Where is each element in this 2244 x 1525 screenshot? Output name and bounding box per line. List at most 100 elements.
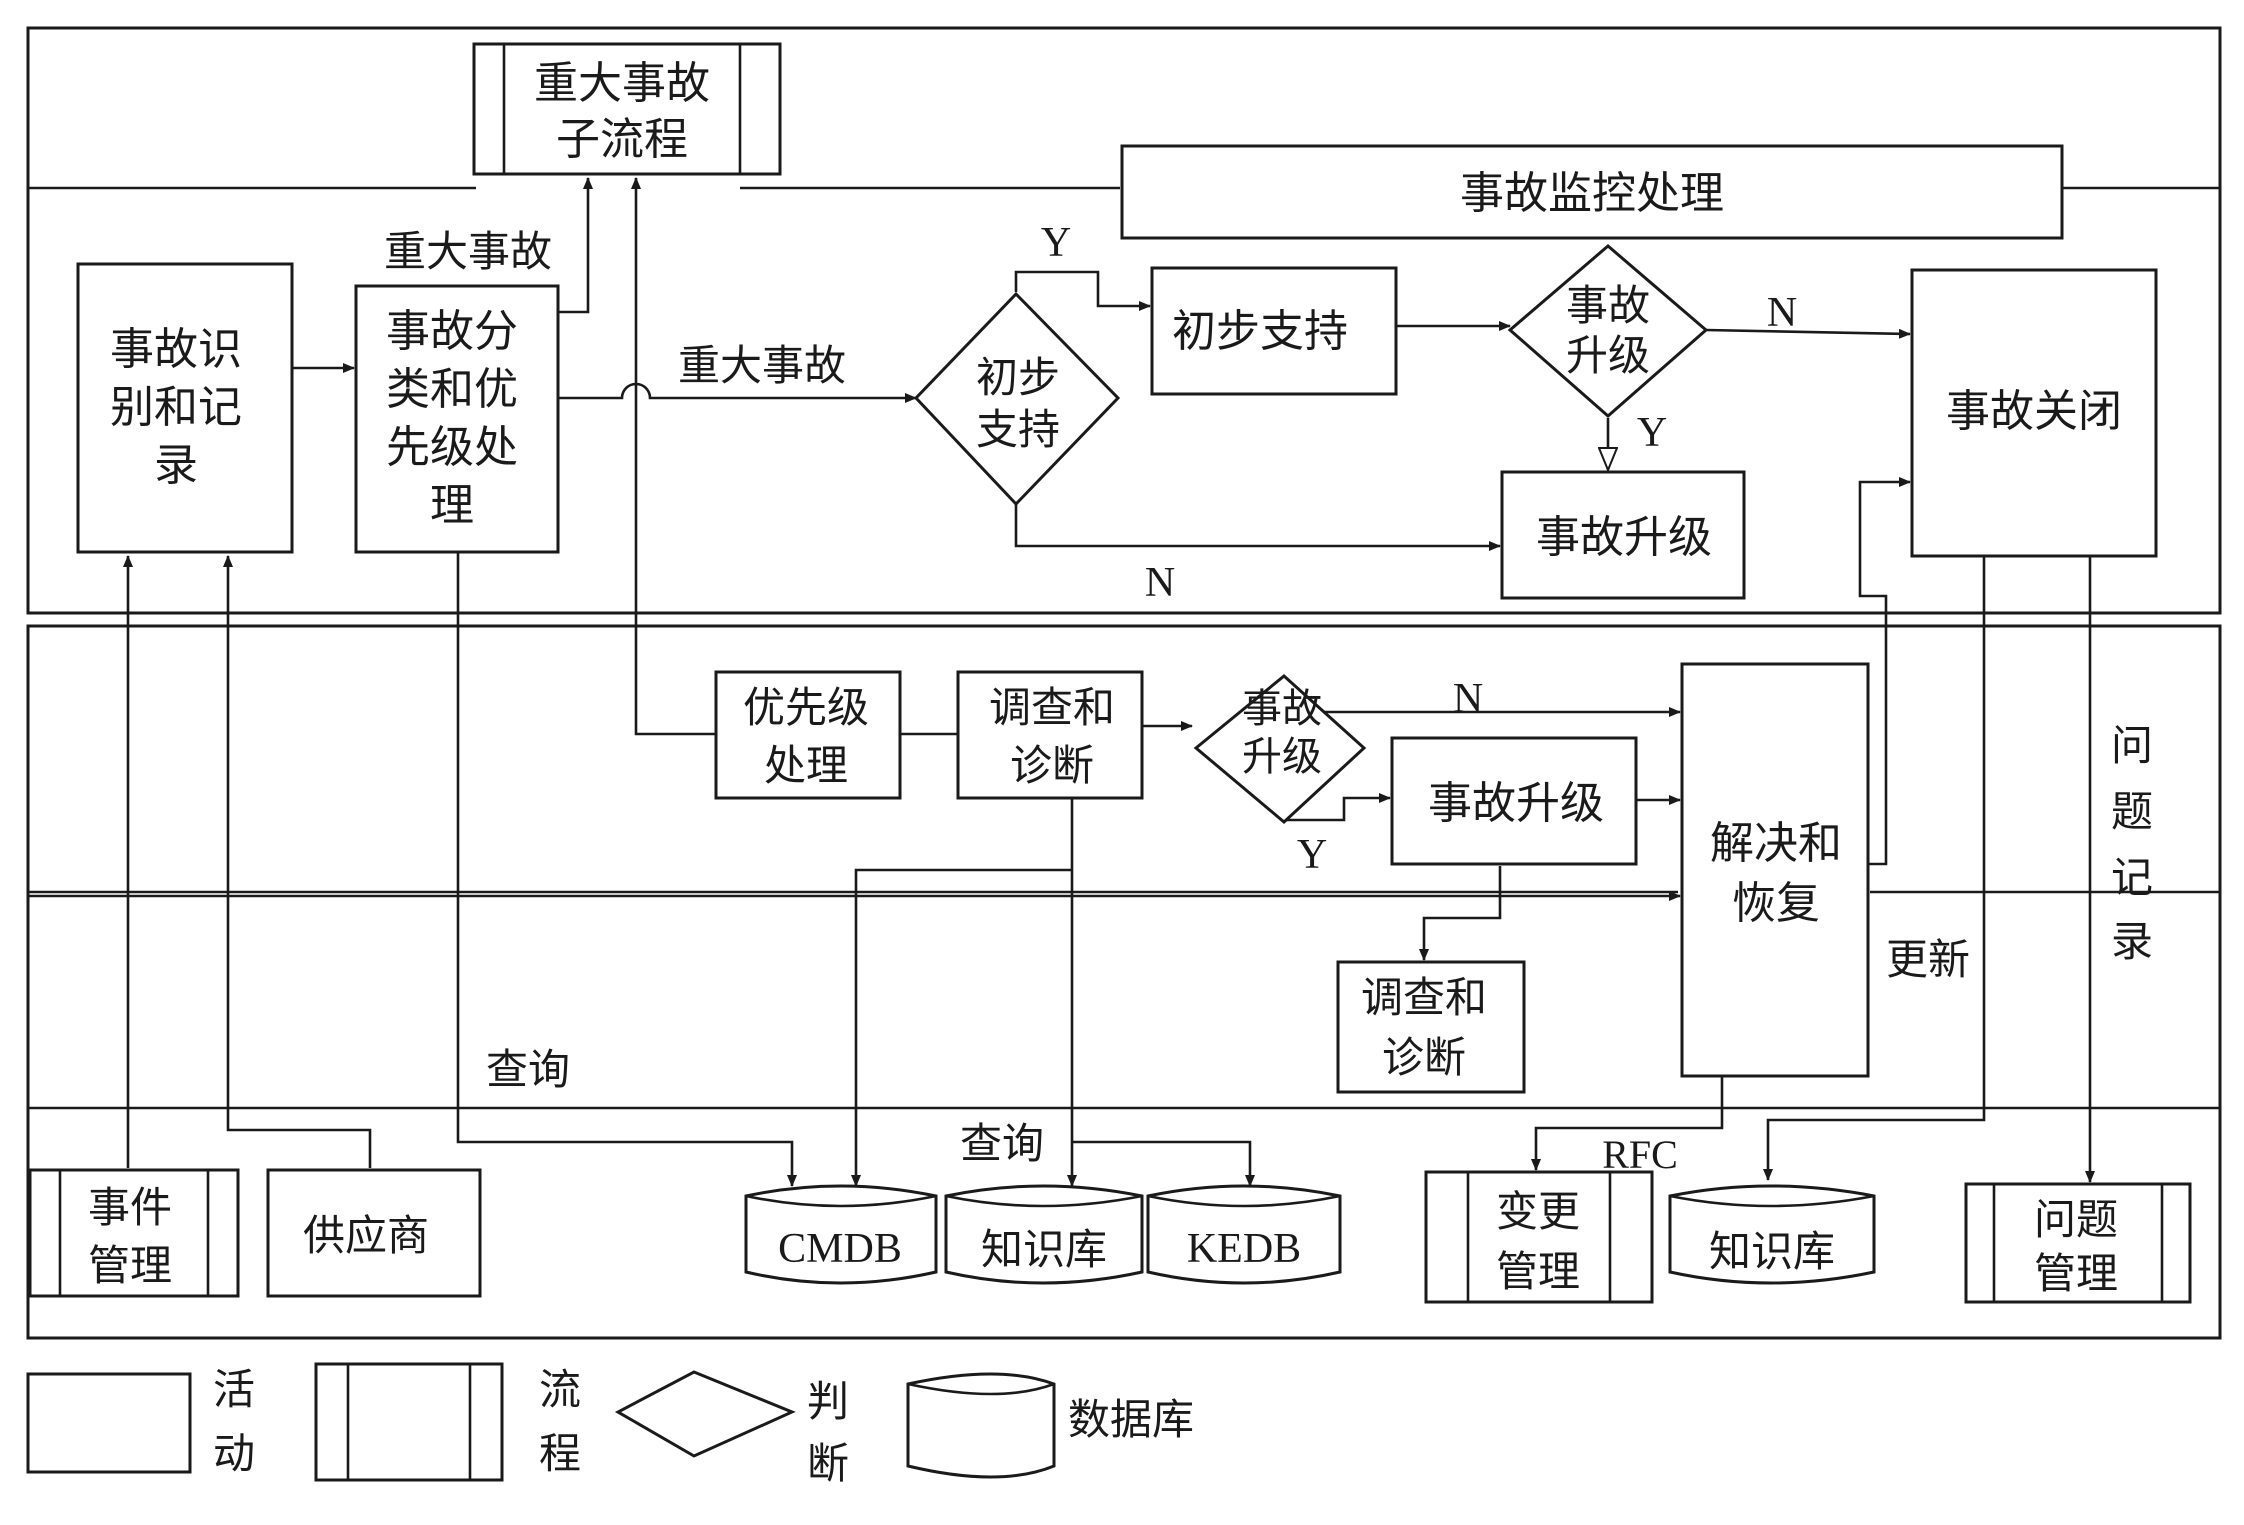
label-rfc: RFC	[1602, 1132, 1678, 1177]
escalation-label: 事故升级	[1536, 512, 1712, 563]
identify-line-3: 录	[154, 440, 198, 491]
kb-label: 知识库	[981, 1225, 1107, 1274]
priority-handling-activity: 优先级 处理	[714, 670, 902, 800]
subprocess-line-2: 子流程	[556, 114, 688, 165]
arrow-escalation-no	[1705, 328, 1911, 339]
problem-mgmt-line-2: 管理	[2034, 1249, 2118, 1298]
close-label: 事故关闭	[1946, 386, 2122, 437]
arrow-to-kedb	[1072, 1140, 1255, 1187]
arrow-escalation2-to-investigate2	[1419, 866, 1502, 961]
label-no-1: N	[1145, 560, 1175, 606]
legend-database-label: 数据库	[1068, 1395, 1194, 1444]
legend-process: 流 程	[314, 1362, 581, 1482]
escalation-activity: 事故升级	[1500, 470, 1746, 600]
legend-decision-char-1: 判	[807, 1377, 849, 1426]
resolve-line-2: 恢复	[1732, 878, 1820, 929]
problem-mgmt-line-1: 问题	[2034, 1195, 2118, 1244]
event-mgmt-line-2: 管理	[88, 1241, 172, 1290]
arrow-decision-no	[1014, 504, 1501, 551]
cmdb-database: CMDB	[744, 1184, 938, 1285]
arrow-resolve-to-change	[1531, 1076, 1724, 1171]
classify-line-2: 类和优	[386, 364, 518, 415]
arrow-priority-to-subprocess	[631, 177, 716, 736]
cmdb-label: CMDB	[778, 1226, 902, 1272]
arrow-supplier-to-identify	[223, 555, 372, 1168]
label-yes-2: Y	[1637, 410, 1667, 456]
investigate2-line-2: 诊断	[1382, 1033, 1466, 1082]
problem-management-process: 问题 管理	[1964, 1182, 2192, 1304]
label-update: 更新	[1886, 935, 1970, 984]
label-no-2: N	[1767, 290, 1797, 336]
arrow-decision-yes	[1014, 270, 1151, 311]
kedb-label: KEDB	[1187, 1226, 1301, 1272]
legend-decision-char-2: 断	[807, 1439, 849, 1488]
legend-activity-char-2: 动	[213, 1429, 255, 1478]
escalation-decision-line-1: 事故	[1566, 281, 1650, 330]
label-major-incident-1: 重大事故	[384, 227, 552, 276]
legend: 活 动 流 程 判 断 数据库	[26, 1362, 1194, 1488]
investigate-line-2: 诊断	[1010, 741, 1094, 790]
upper-swimlane	[26, 26, 2222, 615]
decision-line-2: 支持	[976, 405, 1060, 454]
arrow-classify-to-cmdb	[456, 552, 797, 1187]
classify-line-1: 事故分	[386, 306, 518, 357]
classify-priority-activity: 事故分 类和优 先级处 理	[354, 284, 560, 554]
initial-support-label: 初步支持	[1172, 306, 1348, 357]
label-no-3: N	[1453, 676, 1483, 722]
problem-record-char-1: 问	[2111, 721, 2153, 770]
label-major-incident-2: 重大事故	[678, 341, 846, 390]
identify-line-1: 事故识	[110, 324, 242, 375]
investigate-diagnose-activity: 调查和 诊断	[956, 670, 1144, 800]
arrow-resolve-to-close	[1858, 477, 1911, 866]
kedb-database: KEDB	[1146, 1184, 1342, 1285]
label-yes-3: Y	[1297, 832, 1327, 878]
classify-line-4: 理	[430, 480, 474, 531]
arrow-classify-to-subprocess	[558, 177, 593, 314]
arrow-decision2-yes	[1284, 793, 1391, 822]
initial-support-activity: 初步支持	[1150, 266, 1398, 396]
event-mgmt-line-1: 事件	[88, 1183, 172, 1232]
change-mgmt-line-1: 变更	[1496, 1187, 1580, 1236]
arrow-investigate-to-cmdb	[851, 868, 1072, 1187]
priority-line-1: 优先级	[743, 683, 869, 732]
legend-activity: 活 动	[26, 1365, 255, 1478]
identify-line-2: 别和记	[110, 382, 242, 433]
kb2-label: 知识库	[1709, 1227, 1835, 1276]
initial-support-decision: 初步 支持	[913, 291, 1121, 507]
legend-process-char-1: 流	[539, 1365, 581, 1414]
problem-record-char-4: 录	[2111, 917, 2153, 966]
legend-decision: 判 断	[614, 1370, 849, 1488]
label-query-2: 查询	[960, 1119, 1044, 1168]
resolve-line-1: 解决和	[1710, 818, 1842, 869]
identify-record-activity: 事故识 别和记 录	[76, 262, 294, 554]
major-incident-subprocess: 重大事故 子流程	[472, 42, 782, 176]
legend-activity-char-1: 活	[213, 1365, 255, 1414]
supplier-label: 供应商	[303, 1211, 429, 1260]
escalation2-label: 事故升级	[1428, 778, 1604, 829]
close-activity: 事故关闭	[1910, 268, 2158, 558]
escalation-decision-2: 事故 升级	[1193, 674, 1367, 824]
decision-line-1: 初步	[976, 353, 1060, 402]
escalation-decision2-line-2: 升级	[1242, 734, 1322, 780]
monitoring-label: 事故监控处理	[1460, 168, 1724, 219]
label-problem-record: 问 题 记 录	[2111, 721, 2153, 966]
knowledge-base-database: 知识库	[944, 1184, 1144, 1285]
knowledge-base-database-2: 知识库	[1668, 1184, 1876, 1285]
change-mgmt-line-2: 管理	[1496, 1247, 1580, 1296]
investigate2-line-1: 调查和	[1361, 973, 1487, 1022]
escalation-decision2-line-1: 事故	[1242, 686, 1322, 732]
resolve-recover-activity: 解决和 恢复	[1680, 662, 1870, 1078]
arrow-close-to-kb2	[1763, 556, 1986, 1181]
escalation-activity-2: 事故升级	[1390, 736, 1638, 866]
supplier-activity: 供应商	[266, 1168, 482, 1298]
escalation-decision: 事故 升级	[1507, 244, 1709, 418]
legend-database: 数据库	[906, 1372, 1194, 1479]
event-management-process: 事件 管理	[28, 1168, 240, 1298]
investigate-diagnose-activity-2: 调查和 诊断	[1336, 960, 1526, 1094]
problem-record-char-2: 题	[2111, 787, 2153, 836]
lower-swimlane	[26, 624, 2222, 1340]
investigate-line-1: 调查和	[989, 683, 1115, 732]
incident-monitoring: 事故监控处理	[1120, 144, 2064, 240]
